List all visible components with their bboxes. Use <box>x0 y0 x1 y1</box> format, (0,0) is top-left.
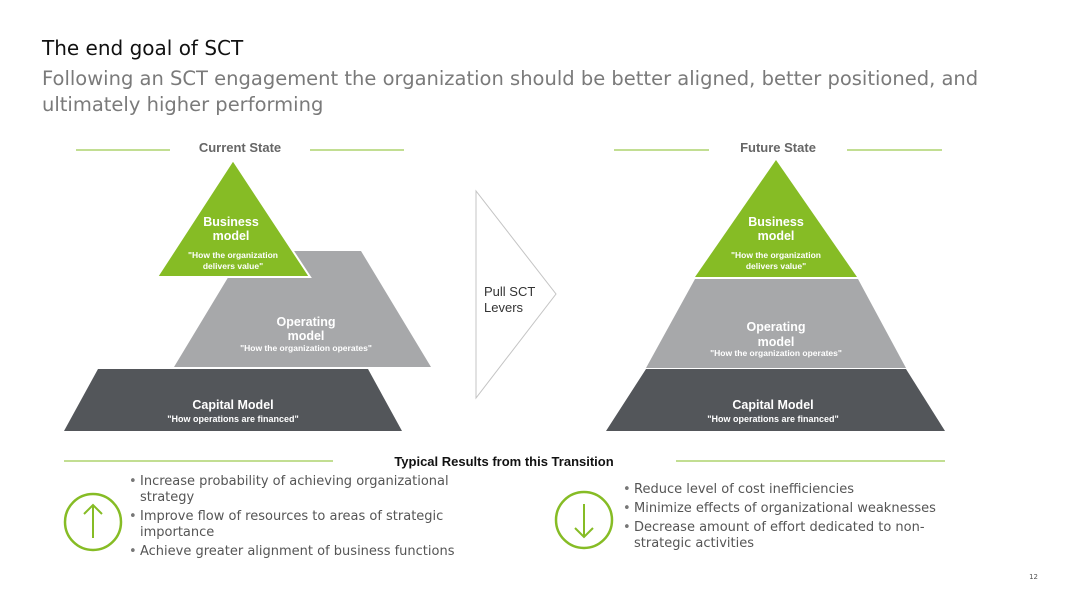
future-operating-quote: "How the organization operates" <box>710 348 842 358</box>
current-capital-title: Capital Model <box>192 398 273 412</box>
arrow-down-circle-icon <box>554 490 614 550</box>
current-operating-layer <box>174 251 431 367</box>
future-capital-layer <box>606 369 945 431</box>
future-capital-title: Capital Model <box>732 398 813 412</box>
transition-arrow <box>475 189 557 400</box>
current-operating-title-1: Operating <box>276 315 335 329</box>
decrease-result-item: Decrease amount of effort dedicated to n… <box>623 520 963 552</box>
slide-subtitle: Following an SCT engagement the organiza… <box>42 67 979 116</box>
current-capital-layer <box>64 369 402 431</box>
results-heading: Typical Results from this Transition <box>394 454 613 469</box>
increase-result-item: Achieve greater alignment of business fu… <box>129 544 479 560</box>
arrow-label-2: Levers <box>484 300 524 315</box>
future-operating-layer <box>646 279 906 368</box>
current-business-title-2: model <box>213 229 250 243</box>
page-number: 12 <box>1029 573 1038 581</box>
future-capital-quote: "How operations are financed" <box>707 414 839 424</box>
future-business-title-2: model <box>758 229 795 243</box>
current-capital-quote: "How operations are financed" <box>167 414 299 424</box>
future-operating-title-1: Operating <box>746 320 805 334</box>
increase-results-list: Increase probability of achieving organi… <box>129 474 479 563</box>
increase-result-item: Improve flow of resources to areas of st… <box>129 509 479 541</box>
increase-result-item: Increase probability of achieving organi… <box>129 474 479 506</box>
decrease-results-list: Reduce level of cost inefficiencies Mini… <box>623 482 963 555</box>
decrease-result-item: Minimize effects of organizational weakn… <box>623 501 963 517</box>
future-business-quote-2: delivers value" <box>746 261 806 271</box>
future-operating-title-2: model <box>758 335 795 349</box>
current-business-quote-2: delivers value" <box>203 261 263 271</box>
decrease-result-item: Reduce level of cost inefficiencies <box>623 482 963 498</box>
arrow-label-1: Pull SCT <box>484 284 535 299</box>
current-business-quote-1: "How the organization <box>188 250 278 260</box>
future-business-title-1: Business <box>748 215 804 229</box>
current-business-title-1: Business <box>203 215 259 229</box>
current-operating-quote: "How the organization operates" <box>240 343 372 353</box>
future-state-heading: Future State <box>740 140 816 155</box>
future-business-quote-1: "How the organization <box>731 250 821 260</box>
arrow-up-circle-icon <box>63 492 123 552</box>
future-business-layer <box>695 160 857 277</box>
current-operating-title-2: model <box>288 329 325 343</box>
slide-title: The end goal of SCT <box>42 36 244 60</box>
current-business-layer <box>155 158 312 278</box>
current-state-heading: Current State <box>199 140 281 155</box>
